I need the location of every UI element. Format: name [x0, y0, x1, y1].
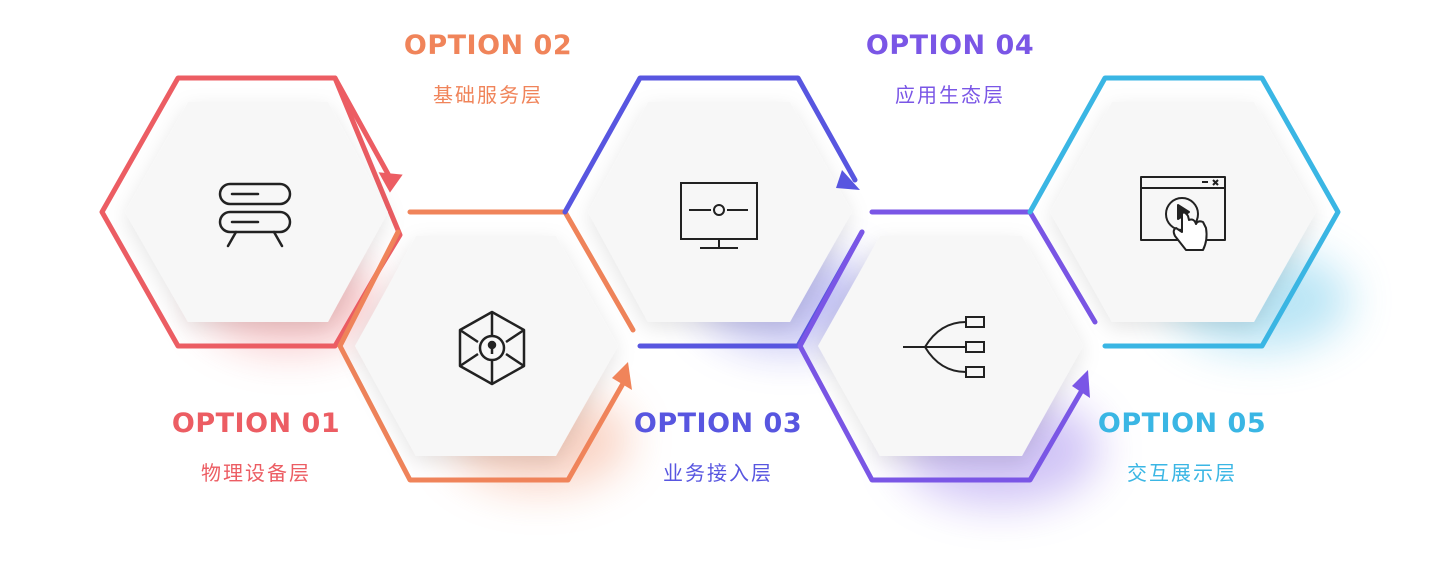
- option-05-subtitle: 交互展示层: [1127, 461, 1237, 485]
- monitor-icon: [680, 182, 758, 249]
- lock-cube-icon: [458, 310, 526, 386]
- option-04-title: OPTION 04: [865, 30, 1035, 61]
- option-02-title: OPTION 02: [403, 30, 573, 61]
- server-stack-icon: [218, 182, 292, 248]
- touch-play-window-icon: [1140, 176, 1226, 251]
- arrowhead-3: [836, 170, 860, 190]
- arrowhead-4: [1072, 370, 1090, 398]
- option-03-subtitle: 业务接入层: [663, 461, 773, 485]
- label-option-02: OPTION 02 基础服务层: [368, 30, 608, 108]
- label-option-03: OPTION 03 业务接入层: [598, 408, 838, 486]
- option-04-subtitle: 应用生态层: [895, 83, 1005, 107]
- label-option-04: OPTION 04 应用生态层: [830, 30, 1070, 108]
- option-02-subtitle: 基础服务层: [433, 83, 543, 107]
- label-option-01: OPTION 01 物理设备层: [136, 408, 376, 486]
- option-03-title: OPTION 03: [633, 408, 803, 439]
- arrowhead-1: [378, 172, 403, 193]
- label-option-05: OPTION 05 交互展示层: [1062, 408, 1302, 486]
- branch-network-icon: [903, 316, 985, 378]
- arrowhead-2: [612, 362, 632, 390]
- option-01-title: OPTION 01: [171, 408, 341, 439]
- hexagon-option-02: [337, 209, 636, 483]
- option-05-title: OPTION 05: [1097, 408, 1267, 439]
- option-01-subtitle: 物理设备层: [201, 461, 311, 485]
